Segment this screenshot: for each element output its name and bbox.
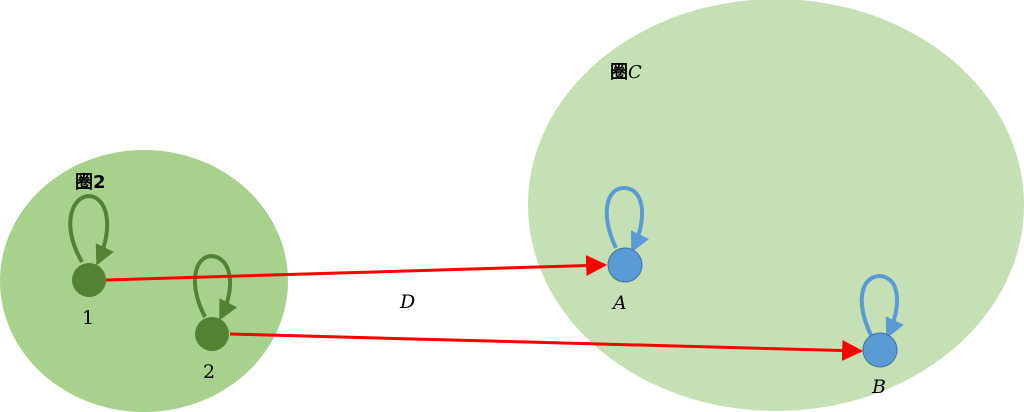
- object-node-2: [195, 317, 229, 351]
- object-node-b: [862, 332, 898, 368]
- identity-loop-1: [68, 193, 114, 266]
- object-label-1: 1: [82, 307, 94, 329]
- identity-loop-2: [192, 253, 238, 321]
- category-2-region: [0, 150, 288, 412]
- identity-loop-b: [859, 273, 904, 339]
- functor-arrow-1-to-a: [105, 255, 608, 282]
- object-label-2: 2: [203, 361, 215, 383]
- object-node-a: [607, 247, 643, 283]
- object-node-1: [72, 263, 106, 297]
- category-c-title: 圈C: [610, 62, 642, 83]
- object-label-a: A: [611, 292, 627, 314]
- functor-label: D: [399, 291, 415, 313]
- identity-loop-a: [604, 185, 649, 253]
- category-2-title: 圈2: [75, 172, 106, 193]
- object-label-b: B: [871, 376, 886, 398]
- functor-arrow-2-to-b: [229, 332, 864, 361]
- category-c-region: [528, 0, 1024, 411]
